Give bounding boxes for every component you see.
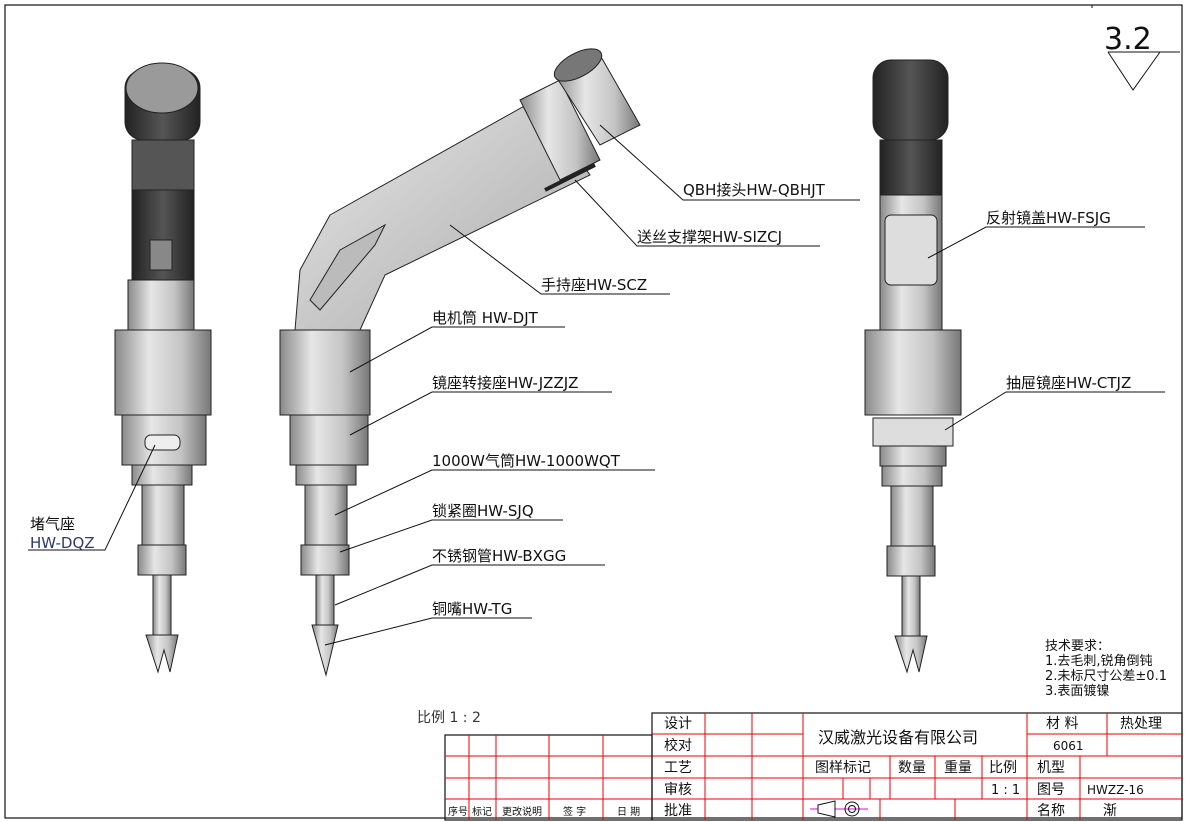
callout-mirror-cover: 反射镜盖HW-FSJG — [927, 209, 1145, 259]
label-text: 热处理 — [1120, 716, 1162, 732]
drawing-border — [4, 4, 1183, 819]
label-text: 电机筒 HW-DJT — [432, 309, 539, 327]
label-text: 3.2 — [1104, 22, 1152, 57]
left-view-torch — [114, 62, 212, 674]
label-text: 技术要求： — [1045, 639, 1110, 654]
label-text: 设计 — [664, 716, 692, 732]
callout-steel-tube: 不锈钢管HW-BXGG — [334, 547, 605, 606]
callout-gas-tube: 1000W气筒HW-1000WQT — [334, 452, 655, 516]
label-text: 3.表面镀镍 — [1045, 683, 1109, 699]
label-text: 标记 — [472, 806, 492, 818]
label-text: 反射镜盖HW-FSJG — [986, 209, 1111, 227]
label-text: 材 料 — [1046, 716, 1078, 732]
label-text: 锁紧圈HW-SJQ — [432, 502, 534, 520]
callout-copper-nozzle: 铜嘴HW-TG — [324, 600, 532, 646]
label-text: 日 期 — [617, 806, 640, 818]
label-text: 铜嘴HW-TG — [432, 600, 512, 618]
label-text: 序号 — [448, 805, 468, 818]
label-text: 送丝支撑架HW-SIZCJ — [637, 228, 782, 246]
label-text: 2.未标尺寸公差±0.1 — [1045, 669, 1167, 684]
title-block: 设计 校对 工艺 审核 批准 汉威激光设备有限公司 材 料 热处理 6061 图… — [651, 712, 1183, 821]
label-text: 批准 — [664, 803, 692, 819]
technical-requirements: 技术要求： 1.去毛刺,锐角倒钝 2.未标尺寸公差±0.1 3.表面镀镍 — [1045, 639, 1167, 699]
label-text: 图样标记 — [815, 760, 871, 776]
revision-table: 序号 标记 更改说明 签 字 日 期 — [444, 734, 653, 821]
callout-gas-block: 堵气座 HW-DQZ — [28, 444, 156, 552]
label-text: 手持座HW-SCZ — [541, 276, 647, 294]
label-text: 比例 — [989, 760, 1017, 776]
label-text: 更改说明 — [502, 805, 542, 818]
label-text: 不锈钢管HW-BXGG — [432, 547, 566, 565]
callout-motor: 电机筒 HW-DJT — [349, 309, 565, 373]
label-text: HW-DQZ — [30, 534, 95, 552]
callout-wire-support: 送丝支撑架HW-SIZCJ — [574, 179, 820, 247]
label-text: HWZZ-16 — [1087, 783, 1144, 797]
label-text: 渐 — [1103, 803, 1117, 819]
callout-drawer-mount: 抽屉镜座HW-CTJZ — [944, 374, 1165, 431]
label-text: 重量 — [944, 760, 972, 776]
roughness-symbol: 3.2 — [1091, 5, 1180, 91]
scale-note: 比例 1 : 2 — [417, 710, 481, 726]
callout-qbh: QBH接头HW-QBHJT — [599, 124, 860, 201]
label-text: 镜座转接座HW-JZZJZ — [432, 374, 578, 392]
label-text: 工艺 — [664, 760, 692, 776]
label-text: 堵气座 — [30, 515, 75, 533]
label-text: 名称 — [1037, 803, 1065, 819]
callout-handle: 手持座HW-SCZ — [449, 224, 670, 295]
label-text: 审核 — [664, 782, 692, 798]
label-text: 签 字 — [563, 805, 586, 818]
label-text: 抽屉镜座HW-CTJZ — [1006, 374, 1131, 392]
label-text: 数量 — [898, 760, 926, 776]
label-text: 机型 — [1037, 760, 1065, 776]
label-text: 1000W气筒HW-1000WQT — [432, 452, 621, 470]
label-text: 图号 — [1037, 782, 1065, 798]
rear-view-torch — [864, 59, 962, 674]
label-text: 1 : 1 — [991, 783, 1020, 798]
projection-symbol-icon — [810, 800, 868, 818]
label-text: 校对 — [664, 737, 692, 754]
side-view-torch — [279, 48, 641, 677]
label-text: 1.去毛刺,锐角倒钝 — [1045, 654, 1153, 669]
label-text: 6061 — [1053, 739, 1084, 753]
company-name: 汉威激光设备有限公司 — [818, 728, 978, 747]
callout-lock-ring: 锁紧圈HW-SJQ — [339, 502, 563, 553]
callout-mirror-adapter: 镜座转接座HW-JZZJZ — [349, 374, 612, 436]
label-text: QBH接头HW-QBHJT — [683, 181, 826, 199]
